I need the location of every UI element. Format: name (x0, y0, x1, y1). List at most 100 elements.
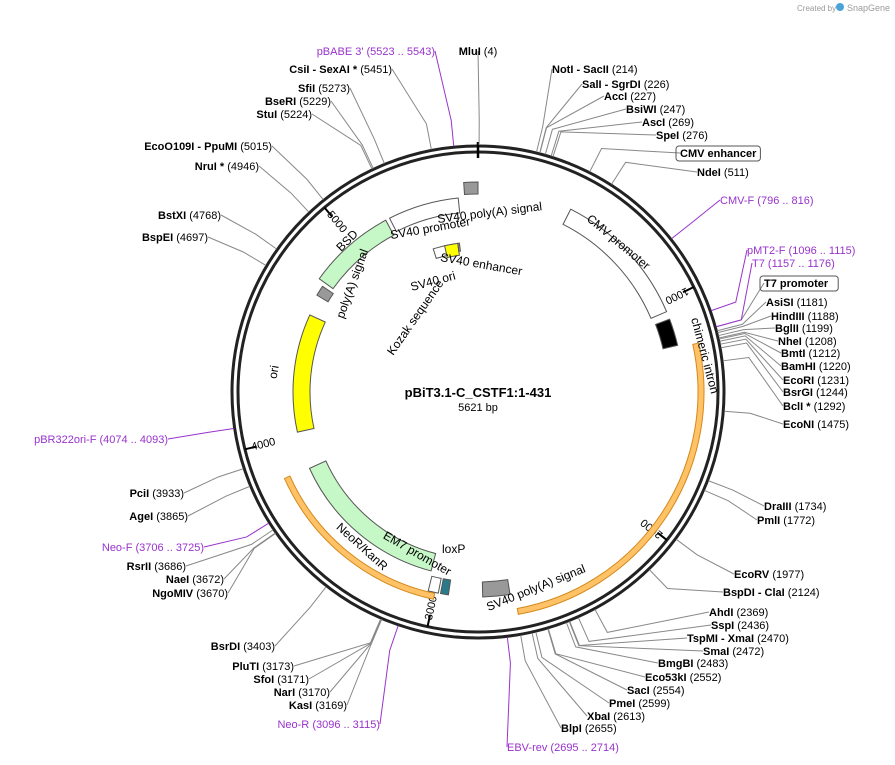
primer-label: pBABE 3' (5523 .. 5543) (317, 46, 435, 58)
leader-line (434, 50, 455, 147)
snapgene-logo-icon (836, 3, 844, 11)
restriction-site-label: KasI (3169) (289, 700, 347, 712)
site-position: (3173) (259, 661, 294, 673)
site-name: BsrGI (783, 387, 813, 399)
site-name: SpeI (656, 130, 679, 142)
site-name: BspEI (142, 232, 173, 244)
site-position: (2655) (582, 723, 617, 735)
site-name: RsrII (127, 561, 151, 573)
feature-arc (481, 579, 511, 598)
leader-line (568, 621, 704, 652)
restriction-site-label: PciI (3933) (130, 488, 184, 500)
leader-line (535, 632, 610, 704)
created-by-label: Created by (797, 4, 836, 13)
site-position: (1772) (780, 515, 815, 527)
restriction-site-label: EcoO109I - PpuMI (5015) (144, 141, 272, 153)
restriction-site-label: SalI - SgrDI (226) (582, 79, 669, 91)
leader-line (544, 108, 627, 155)
site-name: NruI * (195, 161, 225, 173)
site-name: BseRI (265, 96, 296, 108)
site-name: Neo-R (277, 719, 309, 731)
leader-line (330, 100, 374, 169)
leader-line (565, 622, 659, 664)
feature-layer (283, 181, 705, 615)
tick-mark (426, 614, 432, 627)
restriction-site-label: BsrDI (3403) (211, 641, 275, 653)
leader-line (720, 338, 784, 381)
leader-line (569, 621, 688, 646)
primer-label: CMV-F (796 .. 816) (720, 195, 814, 207)
leader-line (187, 485, 250, 517)
site-name: EcoO109I - PpuMI (144, 141, 237, 153)
site-position: (3670) (193, 588, 228, 600)
leader-line (717, 315, 772, 334)
feature-arc (443, 242, 460, 259)
restriction-site-label: BstXI (4768) (158, 210, 221, 222)
leader-line (611, 161, 698, 185)
site-position: (2554) (650, 685, 685, 697)
leader-line (349, 87, 385, 164)
restriction-site-label: EcoRV (1977) (734, 569, 804, 581)
restriction-site-label: CsiI - SexAI * (5451) (289, 64, 392, 76)
site-name: NarI (274, 687, 295, 699)
leader-line (185, 529, 274, 567)
restriction-site-label: NdeI (511) (697, 167, 749, 179)
site-position: (4) (481, 46, 498, 58)
site-name: T7 promoter (764, 278, 829, 290)
leader-line (536, 68, 553, 153)
site-name: StuI (256, 109, 277, 121)
site-name: BspDI - ClaI (723, 587, 785, 599)
site-name: SfoI (253, 674, 274, 686)
restriction-site-label: PmlI (1772) (757, 515, 815, 527)
site-position: (3170) (295, 687, 330, 699)
restriction-site-label: SacI (2554) (627, 685, 685, 697)
site-position: (5523 .. 5543) (363, 46, 435, 58)
restriction-site-label: SspI (2436) (711, 620, 769, 632)
restriction-site-label: BlpI (2655) (561, 723, 617, 735)
restriction-site-label: AscI (269) (642, 117, 694, 129)
tick-mark (244, 445, 257, 451)
site-position: (1292) (811, 401, 846, 413)
site-name: CsiI - SexAI * (289, 64, 358, 76)
leader-line (589, 148, 681, 172)
leader-line (346, 619, 383, 706)
site-name: BmtI (781, 348, 805, 360)
feature-arc (516, 342, 705, 615)
site-name: TspMI - XmaI (687, 633, 754, 645)
leader-line (671, 199, 721, 240)
primer-label: EBV-rev (2695 .. 2714) (507, 742, 619, 754)
restriction-site-label: BmgBI (2483) (658, 658, 728, 670)
tick-mark (682, 286, 695, 294)
restriction-site-label: SmaI (2472) (703, 646, 764, 658)
site-position: (2552) (687, 672, 722, 684)
site-position: (3686) (151, 561, 186, 573)
site-position: (5015) (237, 141, 272, 153)
site-position: (2483) (693, 658, 728, 670)
restriction-site-label: NarI (3170) (274, 687, 330, 699)
leader-line (594, 609, 710, 633)
leader-line (520, 635, 562, 729)
restriction-site-label: EcoNI (1475) (783, 419, 849, 431)
restriction-site-label: EcoRI (1231) (783, 375, 849, 387)
leader-line (719, 332, 782, 354)
site-name: AhdI (709, 607, 733, 619)
site-name: Eco53kI (645, 672, 687, 684)
site-name: NdeI (697, 167, 721, 179)
site-position: (1188) (805, 311, 839, 323)
tick-label: 1000 (663, 285, 690, 307)
restriction-site-label: BamHI (1220) (781, 361, 851, 373)
site-position: (4697) (173, 232, 208, 244)
site-labels: MluI (4)NotI - SacII (214)SalI - SgrDI (… (34, 46, 855, 754)
ori-label: ori (266, 364, 282, 380)
site-position: (247) (657, 104, 686, 116)
restriction-site-label: NaeI (3672) (166, 574, 224, 586)
site-position: (3672) (189, 574, 224, 586)
leader-line (718, 327, 776, 337)
primer-label: Neo-F (3706 .. 3725) (102, 542, 204, 554)
feature-arc (318, 219, 395, 290)
site-name: SfiI (298, 83, 315, 95)
restriction-site-label: AccI (227) (604, 91, 656, 103)
site-position: (2369) (733, 607, 768, 619)
restriction-site-label: NgoMIV (3670) (152, 588, 228, 600)
